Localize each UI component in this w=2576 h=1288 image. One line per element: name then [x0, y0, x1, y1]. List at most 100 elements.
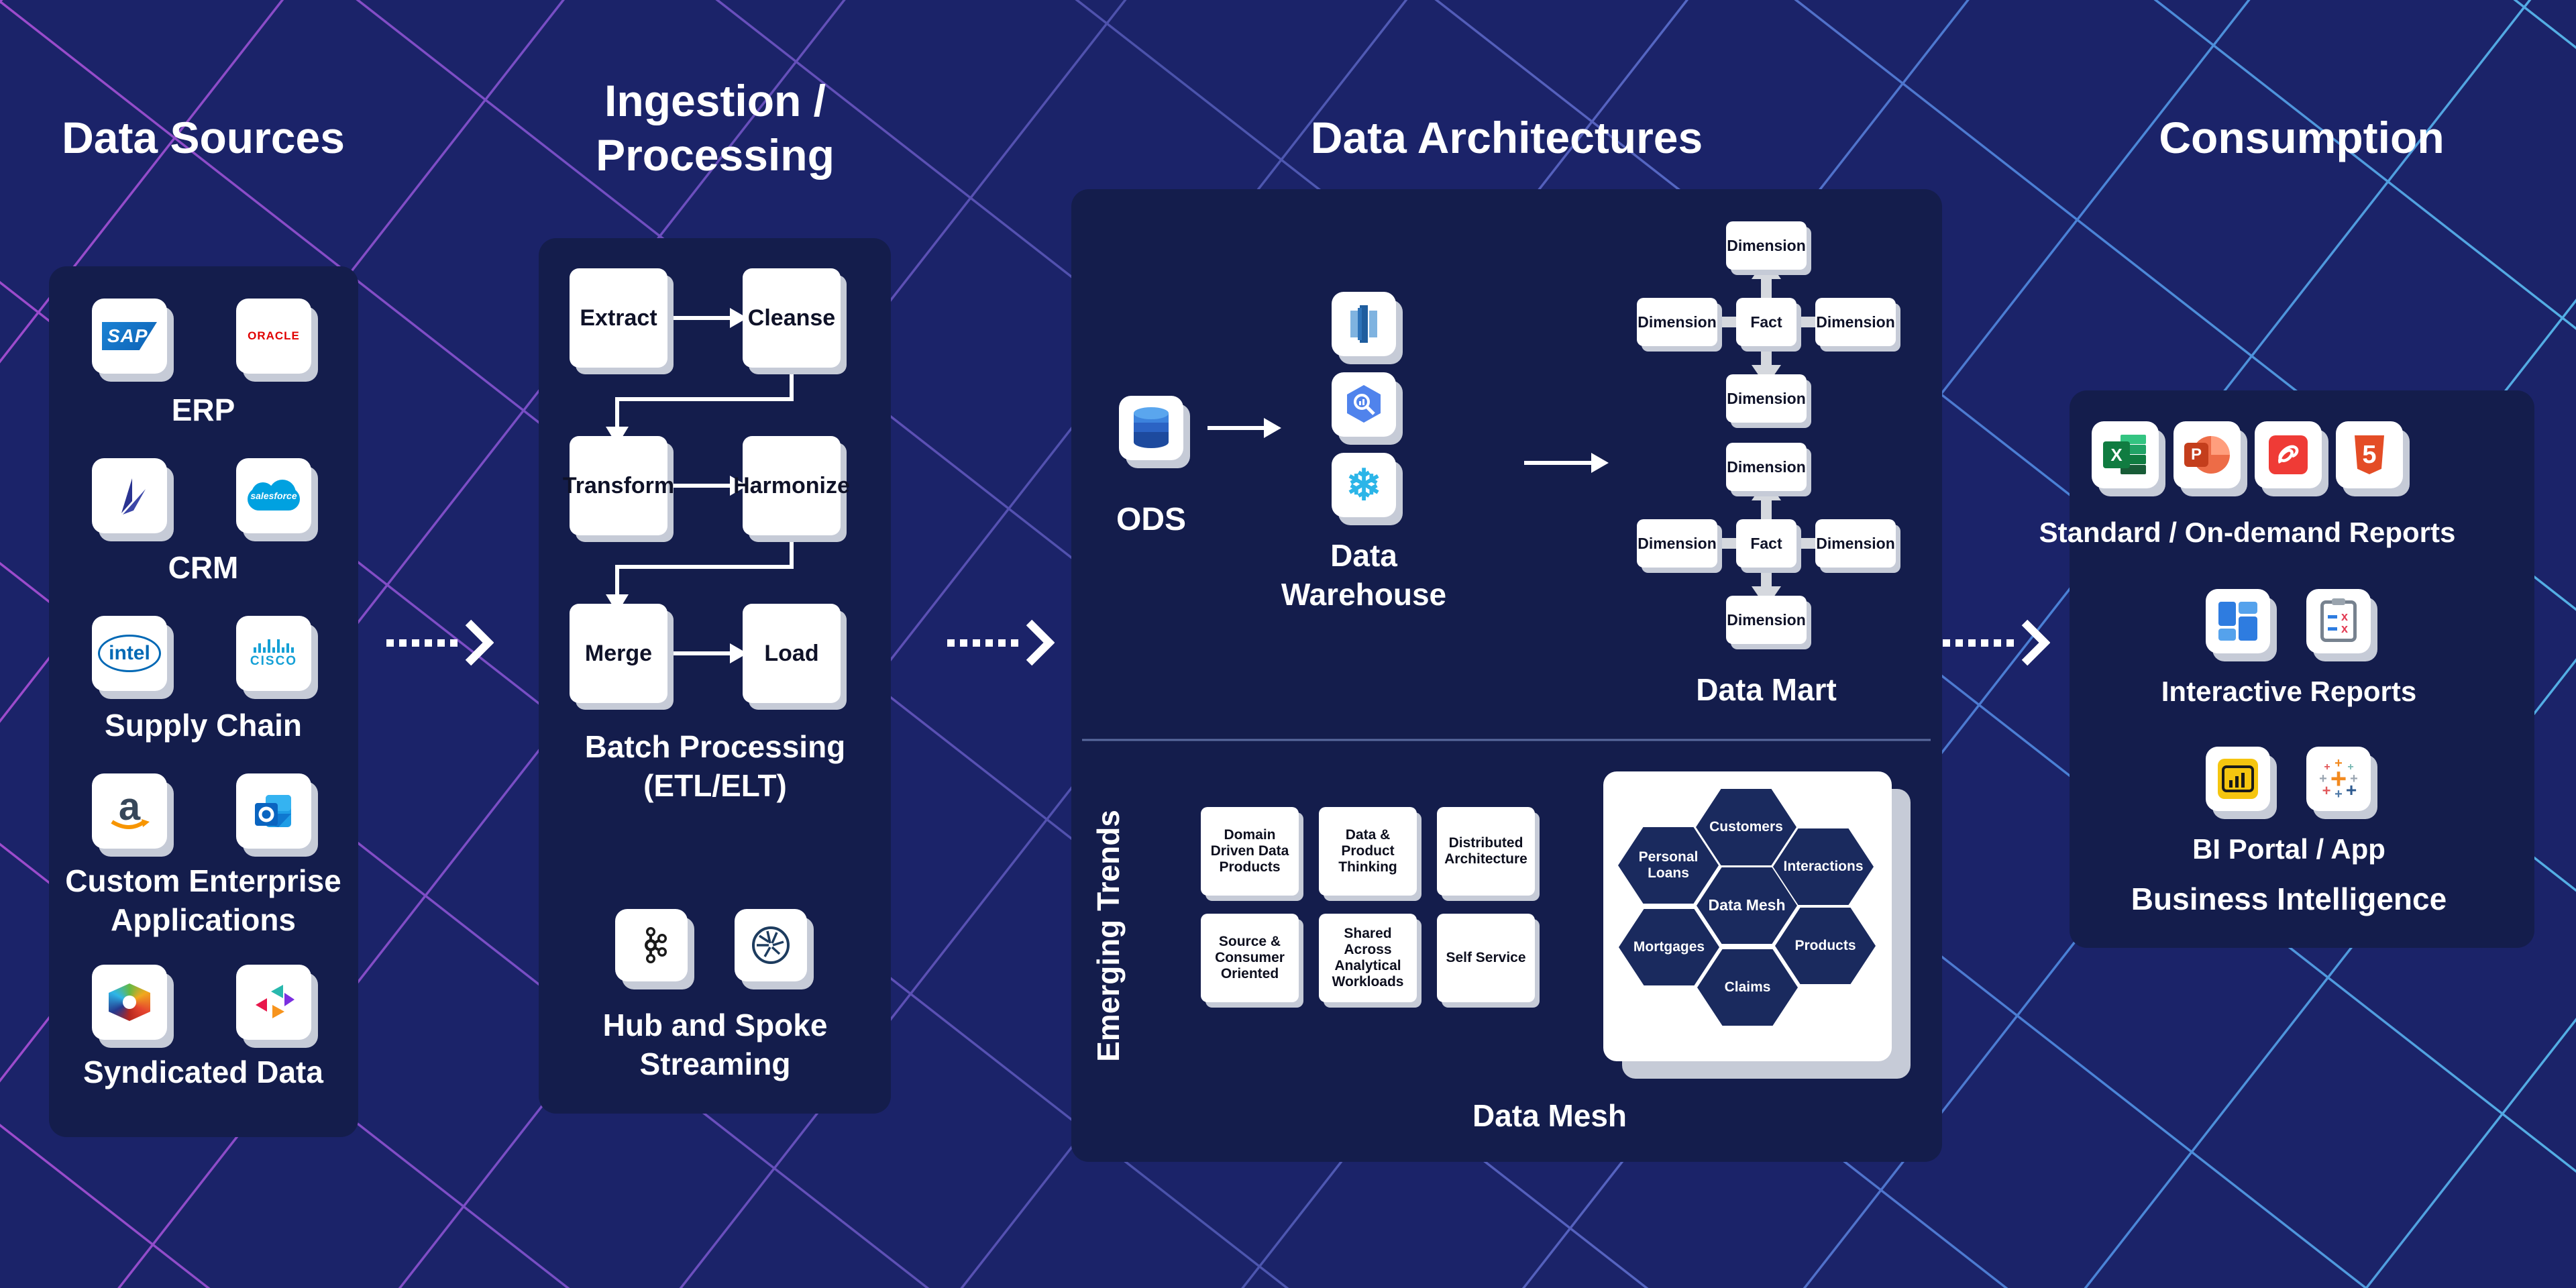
snowflake-tile: ❄ — [1332, 453, 1396, 517]
dimension-box: Dimension — [1726, 443, 1807, 491]
ods-tile — [1119, 396, 1183, 460]
dimension-box: Dimension — [1637, 298, 1717, 346]
stage-arrow-1 — [386, 617, 494, 668]
trend-card: Distributed Architecture — [1437, 807, 1535, 896]
syndicated-triangles-logo-icon — [256, 985, 294, 1018]
powerbi-logo-icon — [2218, 759, 2258, 799]
step-load: Load — [743, 604, 841, 703]
trend-card: Shared Across Analytical Workloads — [1319, 914, 1417, 1002]
ods-database-icon — [1134, 407, 1169, 448]
syndicated-cube-tile — [92, 965, 167, 1040]
dynamics-tile — [92, 458, 167, 533]
stage-arrow-2 — [947, 617, 1055, 668]
cisco-logo-icon: CISCO — [250, 638, 297, 669]
mesh-node-customers: Customers — [1696, 789, 1796, 865]
outlook-logo-icon — [255, 795, 291, 827]
dimension-box: Dimension — [1637, 519, 1717, 568]
mesh-node-center: Data Mesh — [1697, 867, 1797, 944]
syndicated-cube-logo-icon — [109, 983, 150, 1021]
step-cleanse: Cleanse — [743, 268, 841, 368]
cisco-tile: CISCO — [236, 616, 311, 691]
fact-box: Fact — [1736, 519, 1796, 568]
dimension-box: Dimension — [1726, 374, 1807, 423]
dynamics-logo-icon — [121, 478, 146, 515]
consumption-title: Consumption — [2159, 113, 2445, 162]
intel-logo-icon: intel — [98, 635, 161, 672]
powerpoint-logo-icon: P — [2184, 435, 2230, 475]
excel-logo-icon: X — [2103, 435, 2147, 475]
trend-card: Source & Consumer Oriented — [1201, 914, 1299, 1002]
mesh-node-mortgages: Mortgages — [1619, 909, 1719, 985]
pdf-tile — [2255, 421, 2322, 488]
architectures-title: Data Architectures — [1310, 113, 1703, 162]
emerging-trends-label: Emerging Trends — [1091, 810, 1126, 1062]
streaming-label: Hub and Spoke Streaming — [602, 1008, 828, 1081]
salesforce-tile: salesforce — [236, 458, 311, 533]
mesh-node-claims: Claims — [1697, 949, 1798, 1026]
bi-portal-label: BI Portal / App — [2192, 833, 2385, 865]
tableau-tile: + + + + + + + + + — [2306, 747, 2371, 811]
oracle-logo-icon: ORACLE — [248, 329, 300, 342]
dashboard-tile — [2206, 589, 2270, 653]
chevron-right-icon — [2021, 619, 2050, 666]
step-merge: Merge — [570, 604, 667, 703]
interactive-reports-label: Interactive Reports — [2161, 676, 2417, 707]
ods-label: ODS — [1116, 502, 1187, 537]
confluent-logo-icon — [752, 926, 790, 964]
dashboard-icon — [2218, 602, 2257, 641]
standard-reports-label: Standard / On-demand Reports — [2039, 517, 2456, 548]
batch-processing-label: Batch Processing (ETL/ELT) — [584, 729, 846, 803]
outlook-tile — [236, 773, 311, 849]
erp-label: ERP — [171, 392, 235, 427]
data-mesh-label: Data Mesh — [1472, 1098, 1627, 1133]
sap-logo-icon: SAP — [102, 322, 157, 350]
salesforce-logo-icon: salesforce — [248, 480, 300, 512]
ingestion-title: Ingestion / Processing — [596, 76, 835, 180]
data-mart-label: Data Mart — [1696, 672, 1837, 707]
step-extract: Extract — [570, 268, 667, 368]
stage-arrow-3 — [1943, 617, 2050, 668]
dimension-box: Dimension — [1726, 221, 1807, 270]
bigquery-tile — [1332, 372, 1396, 437]
step-harmonize: Harmonize — [733, 436, 850, 535]
redshift-logo-icon — [1350, 305, 1377, 343]
data-sources-title: Data Sources — [62, 113, 345, 162]
snowflake-logo-icon: ❄ — [1346, 460, 1382, 509]
powerbi-tile — [2206, 747, 2270, 811]
data-warehouse-label: Data Warehouse — [1281, 538, 1447, 612]
tableau-logo-icon: + + + + + + + + + — [2319, 756, 2358, 802]
trend-card: Self Service — [1437, 914, 1535, 1002]
kafka-logo-icon — [645, 927, 667, 963]
html5-tile: 5 — [2336, 421, 2403, 488]
sap-tile: SAP — [92, 299, 167, 374]
step-transform: Transform — [563, 436, 674, 535]
mesh-node-interactions: Interactions — [1773, 828, 1874, 905]
business-intelligence-label: Business Intelligence — [2131, 881, 2447, 916]
syndicated-data-label: Syndicated Data — [83, 1055, 323, 1089]
pdf-logo-icon — [2269, 435, 2308, 474]
trend-card: Data & Product Thinking — [1319, 807, 1417, 896]
intel-tile: intel — [92, 616, 167, 691]
amazon-logo-icon: a — [108, 787, 151, 833]
mesh-node-products: Products — [1775, 908, 1876, 984]
fact-box: Fact — [1736, 298, 1796, 346]
amazon-tile: a — [92, 773, 167, 849]
excel-tile: X — [2092, 421, 2159, 488]
dimension-box: Dimension — [1726, 596, 1807, 644]
confluent-tile — [735, 909, 807, 981]
dimension-box: Dimension — [1815, 519, 1896, 568]
syndicated-triangles-tile — [236, 965, 311, 1040]
chevron-right-icon — [1026, 619, 1055, 666]
trend-card: Domain Driven Data Products — [1201, 807, 1299, 896]
kafka-tile — [615, 909, 688, 981]
powerpoint-tile: P — [2174, 421, 2241, 488]
custom-apps-label: Custom Enterprise Applications — [65, 863, 341, 937]
bigquery-logo-icon — [1347, 385, 1381, 423]
dimension-box: Dimension — [1815, 298, 1896, 346]
crm-label: CRM — [168, 550, 239, 585]
redshift-tile — [1332, 292, 1396, 356]
supply-chain-label: Supply Chain — [105, 708, 302, 743]
